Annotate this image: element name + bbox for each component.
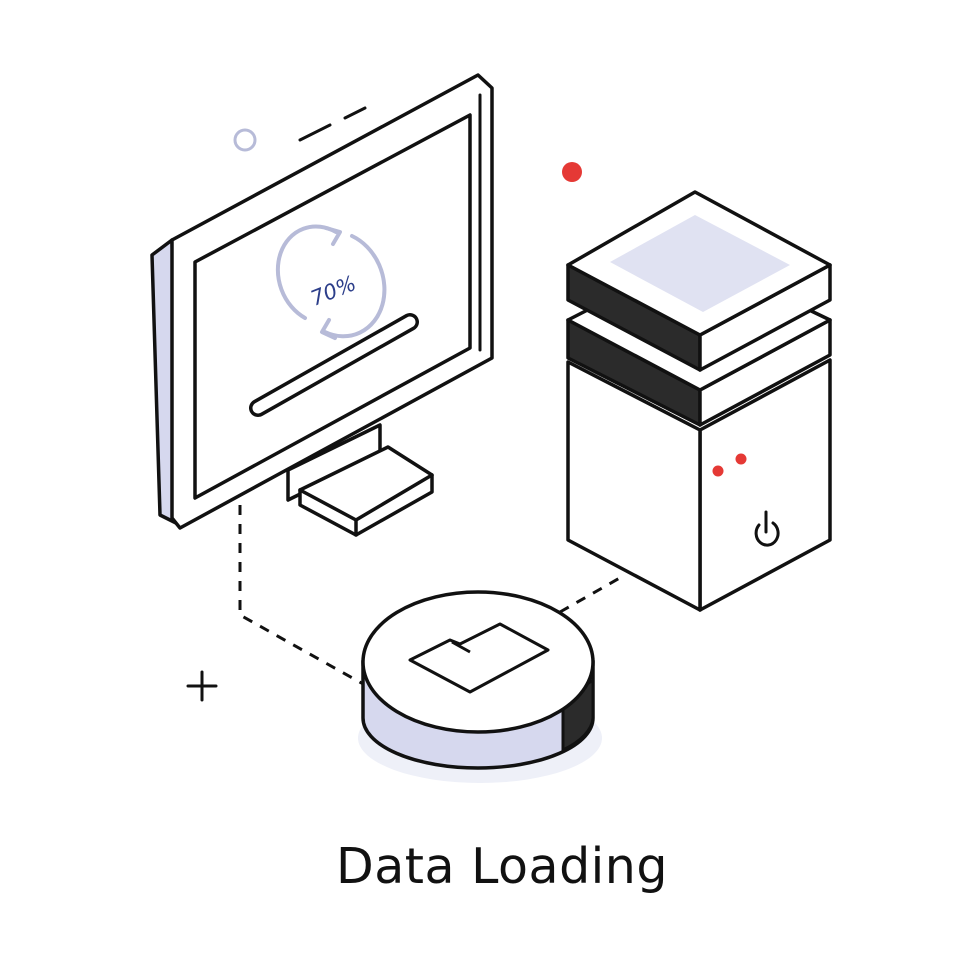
server: [566, 190, 832, 612]
caption-title: Data Loading: [336, 838, 668, 895]
server-box-left: [566, 360, 702, 612]
storage-disc: [358, 590, 602, 783]
monitor-stand-base: [298, 445, 434, 537]
decor-dot-red: [562, 162, 582, 182]
folder-icon: [408, 622, 550, 694]
monitor: 70%: [150, 73, 494, 537]
status-light: [712, 465, 724, 477]
status-light: [735, 453, 747, 465]
progress-bar: [249, 313, 419, 417]
connection-lines: [238, 505, 626, 687]
server-top-panel: [610, 215, 790, 312]
decor-plus: [186, 670, 218, 702]
refresh-icon: [275, 224, 387, 340]
power-icon: [754, 510, 780, 547]
decor-circle: [233, 128, 257, 152]
